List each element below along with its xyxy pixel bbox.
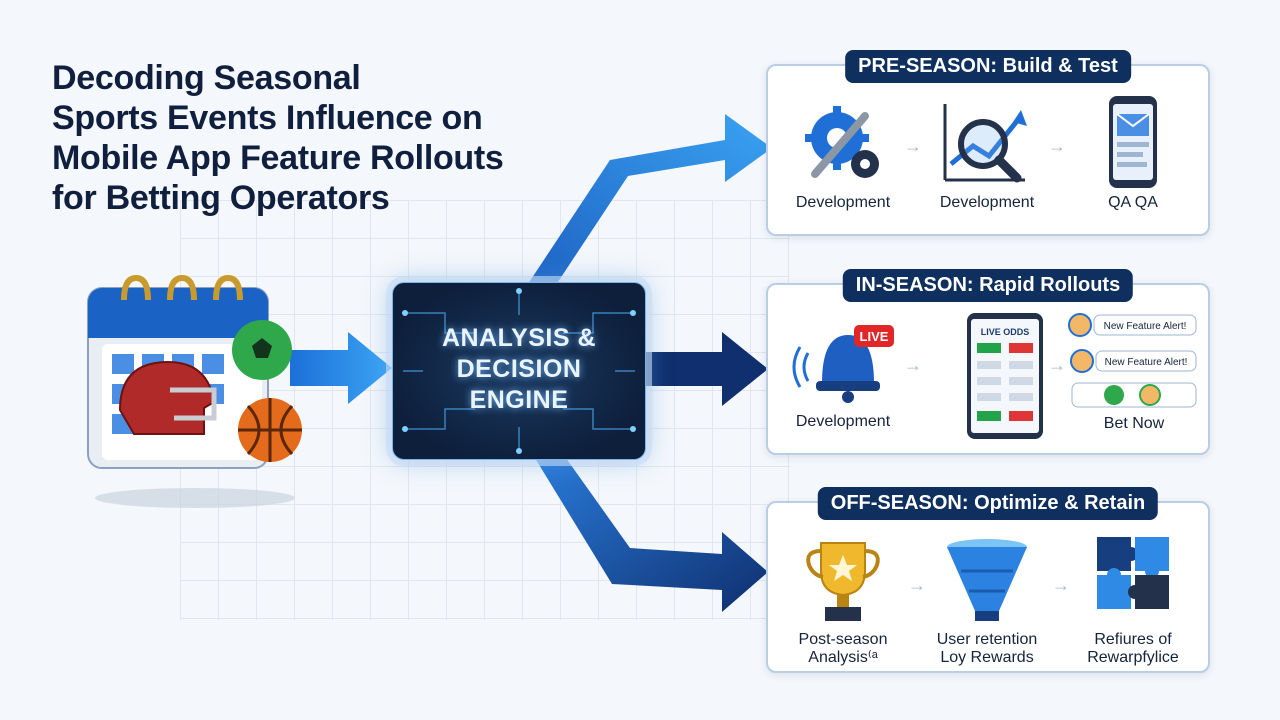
title-line-4: for Betting Operators xyxy=(52,179,390,217)
title-line-1: Decoding Seasonal xyxy=(52,59,361,97)
inseason-step-3-label: Bet Now xyxy=(1103,415,1165,432)
arrow-right-icon: → xyxy=(904,355,922,375)
inseason-title: IN-SEASON: Rapid Rollouts xyxy=(842,269,1134,302)
offseason-step-3-line-1: Refiures of xyxy=(1094,631,1172,648)
input-arrow xyxy=(290,332,392,404)
magnifier-chart-icon xyxy=(943,104,1027,183)
preseason-step-qa: QA QA xyxy=(1068,94,1198,212)
engine-line-3: ENGINE xyxy=(469,386,569,414)
offseason-step-2-line-1: User retention xyxy=(936,631,1038,648)
inseason-step-betnow: New Feature Alert! New Feature Alert! Be… xyxy=(1066,311,1202,433)
bell-icon: LIVE xyxy=(792,325,894,403)
funnel-icon xyxy=(947,539,1027,621)
lower-arrow xyxy=(530,444,768,612)
arrow-right-icon: → xyxy=(1048,355,1066,375)
offseason-step-3-line-2: Rewarpfylice xyxy=(1087,649,1179,666)
preseason-step-3-label: QA QA xyxy=(1108,194,1158,211)
arrow-right-icon: → xyxy=(1052,575,1070,595)
arrow-right-icon: → xyxy=(1048,136,1066,156)
engine-line-1: ANALYSIS & xyxy=(441,324,597,352)
offseason-panel: OFF-SEASON: Optimize & Retain Post-seaso… xyxy=(766,487,1210,673)
offseason-step-features: Refiures of Rewarpfylice xyxy=(1068,529,1198,667)
offseason-step-retention: User retention Loy Rewards xyxy=(922,537,1052,667)
gear-wrench-icon xyxy=(805,106,879,178)
phone-odds-icon: LIVE ODDS xyxy=(967,313,1043,439)
chat-alert-icon: New Feature Alert! New Feature Alert! xyxy=(1068,313,1197,408)
analysis-decision-engine: ANALYSIS & DECISION ENGINE xyxy=(392,282,646,460)
offseason-step-1-line-2: Analysis⁽ᵃ xyxy=(808,649,878,666)
upper-arrow xyxy=(520,114,772,300)
arrow-right-icon: → xyxy=(908,575,926,595)
sports-calendar-icon xyxy=(87,274,302,508)
offseason-step-2-line-2: Loy Rewards xyxy=(940,649,1034,666)
middle-arrow xyxy=(644,332,768,406)
inseason-step-1-label: Development xyxy=(795,413,891,430)
phone-header: LIVE ODDS xyxy=(981,327,1030,337)
title-line-2: Sports Events Influence on xyxy=(52,99,483,137)
alert-2: New Feature Alert! xyxy=(1105,357,1188,368)
preseason-step-development: Development xyxy=(778,94,908,212)
inseason-step-development: LIVE Development xyxy=(778,313,908,431)
trophy-icon xyxy=(806,542,880,621)
inseason-step-odds: LIVE ODDS xyxy=(934,311,1064,441)
arrow-right-icon: → xyxy=(904,136,922,156)
circuit-pattern-icon xyxy=(402,288,636,454)
preseason-step-2-label: Development xyxy=(939,194,1035,211)
alert-1: New Feature Alert! xyxy=(1104,321,1187,332)
title-line-3: Mobile App Feature Rollouts xyxy=(52,139,504,177)
preseason-step-analysis: Development xyxy=(922,94,1052,212)
offseason-step-1-line-1: Post-season xyxy=(798,631,888,648)
puzzle-icon xyxy=(1097,537,1169,609)
preseason-step-1-label: Development xyxy=(795,194,891,211)
phone-mail-icon xyxy=(1109,96,1157,188)
live-badge: LIVE xyxy=(860,329,889,344)
page-title: Decoding Seasonal Sports Events Influenc… xyxy=(52,58,612,218)
inseason-panel: IN-SEASON: Rapid Rollouts LIVE Developme… xyxy=(766,269,1210,455)
offseason-title: OFF-SEASON: Optimize & Retain xyxy=(817,487,1159,520)
preseason-panel: PRE-SEASON: Build & Test Development → D… xyxy=(766,50,1210,236)
preseason-title: PRE-SEASON: Build & Test xyxy=(845,50,1131,83)
engine-line-2: DECISION xyxy=(456,355,582,383)
offseason-step-analysis: Post-season Analysis⁽ᵃ xyxy=(778,537,908,667)
